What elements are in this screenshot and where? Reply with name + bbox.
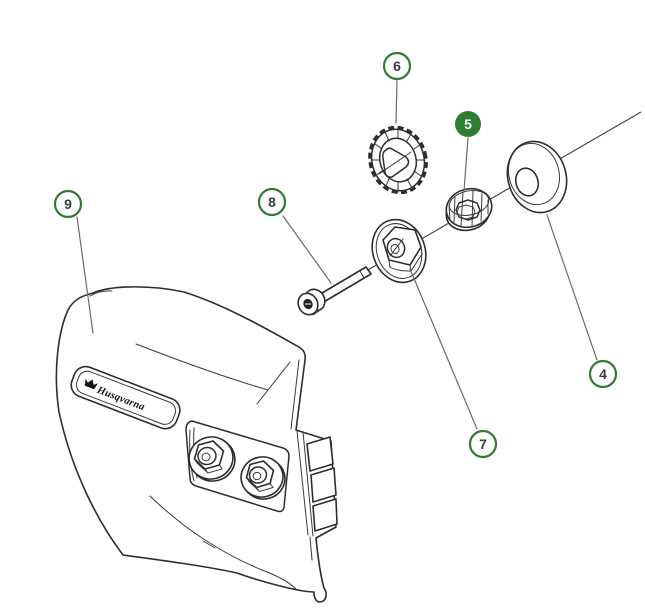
knob-inner-ring — [378, 137, 418, 183]
flange-nut-hole — [386, 237, 406, 259]
cover-crease-line — [135, 343, 269, 391]
knob-outer-ring — [370, 128, 426, 192]
cover-sweep-dash — [202, 540, 216, 549]
knob-center-hole — [382, 147, 410, 178]
knob-scalloped-edge — [368, 125, 428, 195]
collar-nut-hex-opening — [455, 199, 481, 221]
leader-line-9 — [76, 216, 94, 334]
callout-number-6: 6 — [393, 58, 401, 74]
badge-outer-frame — [70, 365, 181, 430]
callout-7[interactable]: 7 — [468, 429, 498, 459]
knob-fill — [368, 126, 428, 194]
callout-number-8: 8 — [268, 194, 276, 210]
badge-inner-frame — [75, 370, 177, 425]
screw-tip-line — [359, 270, 365, 279]
callout-number-5: 5 — [464, 116, 472, 132]
callout-circle-4[interactable] — [588, 359, 618, 389]
callout-6[interactable]: 6 — [382, 51, 412, 81]
leader-lines — [76, 79, 598, 430]
cover-side-tabs — [306, 436, 338, 532]
husqvarna-crown-icon — [84, 378, 99, 390]
callout-8[interactable]: 8 — [257, 187, 287, 217]
leader-line-7 — [409, 268, 478, 430]
cover-edge-line — [256, 361, 291, 405]
leader-line-8 — [282, 215, 332, 284]
panel-outline — [185, 420, 290, 513]
screw-head-side — [305, 288, 320, 316]
part-flange-nut[interactable] — [364, 212, 435, 290]
washer-rim — [507, 142, 561, 206]
knob-hole-edge-line — [378, 151, 412, 175]
callout-5-highlighted[interactable]: 5 — [455, 111, 481, 137]
callout-9[interactable]: 9 — [53, 189, 83, 219]
washer-hole — [514, 167, 540, 197]
collar-nut-facets — [448, 190, 489, 227]
cover-bar-nut-right — [240, 456, 286, 500]
callout-number-7: 7 — [479, 436, 487, 452]
flange-nut-thread-line — [389, 238, 404, 257]
cover-lower-sweep-line — [149, 495, 297, 590]
part-screw[interactable] — [294, 266, 372, 318]
callout-circle-7[interactable] — [468, 429, 498, 459]
side-tab — [310, 467, 337, 503]
leader-line-5 — [463, 137, 469, 192]
callout-4[interactable]: 4 — [588, 359, 618, 389]
cover-rim-inner-line — [290, 359, 300, 430]
callout-number-4: 4 — [599, 366, 607, 382]
part-knob[interactable] — [361, 120, 435, 201]
cover-bar-nut-left — [188, 436, 236, 482]
collar-nut-hex-chamfer — [456, 204, 476, 220]
callout-circle-9[interactable] — [53, 189, 83, 219]
knob-knurling — [370, 127, 426, 193]
callout-circle-6[interactable] — [382, 51, 412, 81]
flange-nut-thread — [390, 244, 400, 254]
bar-nut-thread — [252, 471, 262, 481]
leader-line-4 — [546, 214, 598, 361]
bar-nut-hole — [248, 466, 268, 484]
callout-circle-8[interactable] — [257, 187, 287, 217]
part-collar-nut[interactable] — [442, 184, 496, 235]
cover-top-tab-line — [89, 290, 113, 297]
leader-line-6 — [395, 79, 398, 124]
side-tab — [306, 436, 334, 472]
bar-nut-hex-side — [194, 458, 223, 474]
cover-foot-inner-line — [309, 536, 313, 561]
bar-nut-thread — [201, 452, 211, 462]
bar-nut-hex-side — [246, 477, 274, 493]
cover-side-strip-lines — [296, 430, 314, 537]
callout-circle-5[interactable] — [455, 111, 481, 137]
side-tab — [312, 498, 338, 532]
bar-nut-hole — [197, 446, 217, 466]
part-washer[interactable] — [499, 134, 575, 219]
part-clutch-cover[interactable]: Husqvarna — [55, 286, 338, 603]
callout-number-9: 9 — [64, 196, 72, 212]
